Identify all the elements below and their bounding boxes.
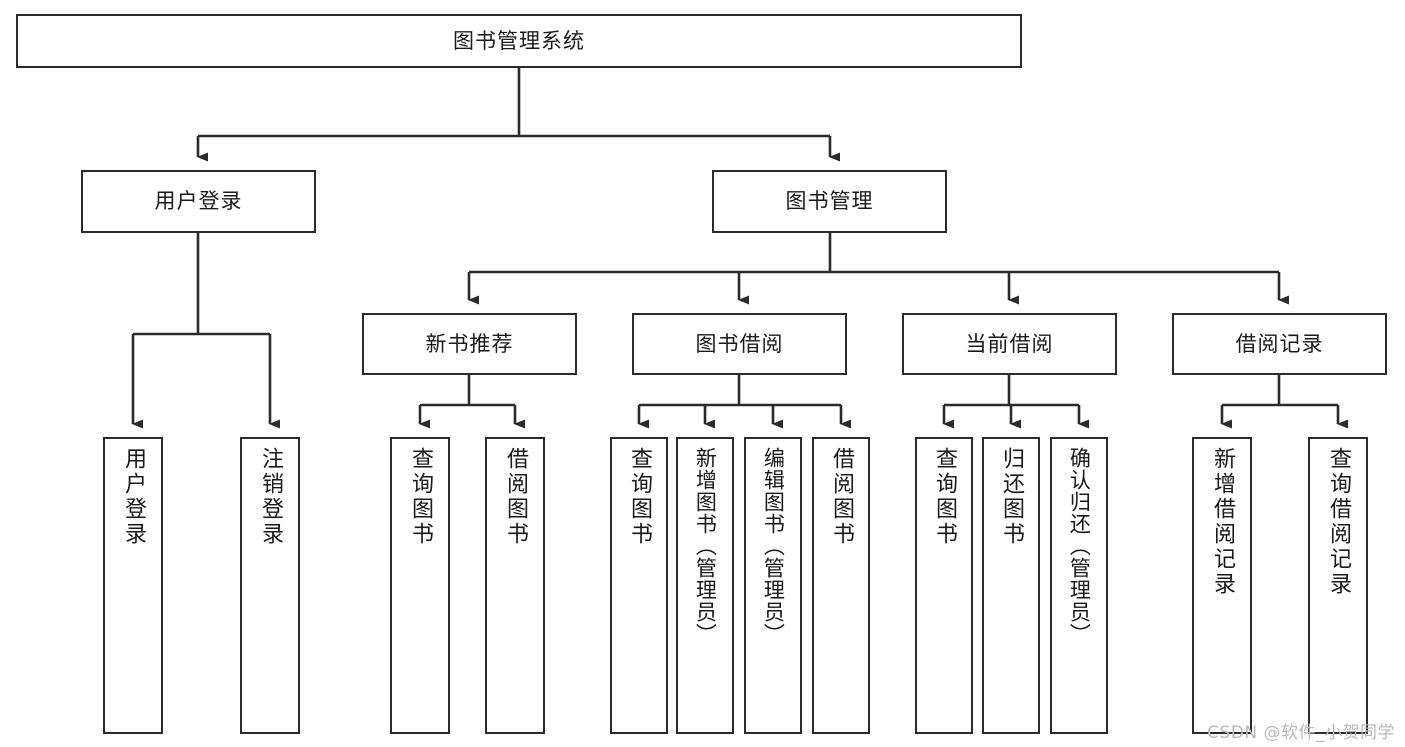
leaf-user-logout-label: 注销登录 (257, 447, 283, 547)
leaf-user-logout[interactable]: 注销登录 (240, 437, 300, 734)
node-book-management-label: 图书管理 (785, 189, 874, 214)
node-root-label: 图书管理系统 (453, 28, 585, 53)
leaf-record-query[interactable]: 查询借阅记录 (1308, 437, 1368, 734)
leaf-current-query-book-label: 查询图书 (931, 447, 957, 547)
leaf-new-query-book[interactable]: 查询图书 (390, 437, 450, 734)
leaf-record-query-label: 查询借阅记录 (1325, 447, 1351, 597)
node-book-borrow-label: 图书借阅 (695, 331, 784, 356)
node-book-borrow[interactable]: 图书借阅 (632, 313, 847, 375)
leaf-user-login[interactable]: 用户登录 (103, 437, 163, 734)
connector-lines (131, 68, 1348, 429)
node-root[interactable]: 图书管理系统 (16, 14, 1022, 68)
leaf-current-query-book[interactable]: 查询图书 (915, 437, 973, 734)
leaf-borrow-borrow-book-label: 借阅图书 (828, 447, 854, 547)
leaf-borrow-add-book[interactable]: 新增图书（管理员） (676, 437, 734, 734)
leaf-borrow-query-book[interactable]: 查询图书 (610, 437, 668, 734)
leaf-new-query-book-label: 查询图书 (407, 447, 433, 547)
leaf-new-borrow-book-label: 借阅图书 (502, 447, 528, 547)
leaf-user-login-label: 用户登录 (120, 447, 146, 547)
node-book-management[interactable]: 图书管理 (712, 170, 947, 233)
node-new-book-recommend[interactable]: 新书推荐 (362, 313, 577, 375)
leaf-current-confirm-return[interactable]: 确认归还（管理员） (1050, 437, 1108, 734)
node-current-borrow[interactable]: 当前借阅 (902, 313, 1117, 375)
leaf-borrow-edit-book-label: 编辑图书（管理员） (761, 447, 786, 645)
node-user-login[interactable]: 用户登录 (81, 170, 316, 233)
node-borrow-record[interactable]: 借阅记录 (1172, 313, 1387, 375)
leaf-borrow-add-book-label: 新增图书（管理员） (693, 447, 718, 645)
node-user-login-label: 用户登录 (154, 189, 243, 214)
leaf-current-return-book-label: 归还图书 (998, 447, 1024, 547)
leaf-borrow-query-book-label: 查询图书 (626, 447, 652, 547)
leaf-new-borrow-book[interactable]: 借阅图书 (485, 437, 545, 734)
node-borrow-record-label: 借阅记录 (1235, 331, 1324, 356)
leaf-current-confirm-return-label: 确认归还（管理员） (1067, 447, 1092, 645)
leaf-record-add-label: 新增借阅记录 (1209, 447, 1235, 597)
leaf-current-return-book[interactable]: 归还图书 (982, 437, 1040, 734)
node-current-borrow-label: 当前借阅 (965, 331, 1054, 356)
leaf-record-add[interactable]: 新增借阅记录 (1192, 437, 1252, 734)
leaf-borrow-edit-book[interactable]: 编辑图书（管理员） (744, 437, 802, 734)
leaf-borrow-borrow-book[interactable]: 借阅图书 (812, 437, 870, 734)
node-new-book-recommend-label: 新书推荐 (425, 331, 514, 356)
